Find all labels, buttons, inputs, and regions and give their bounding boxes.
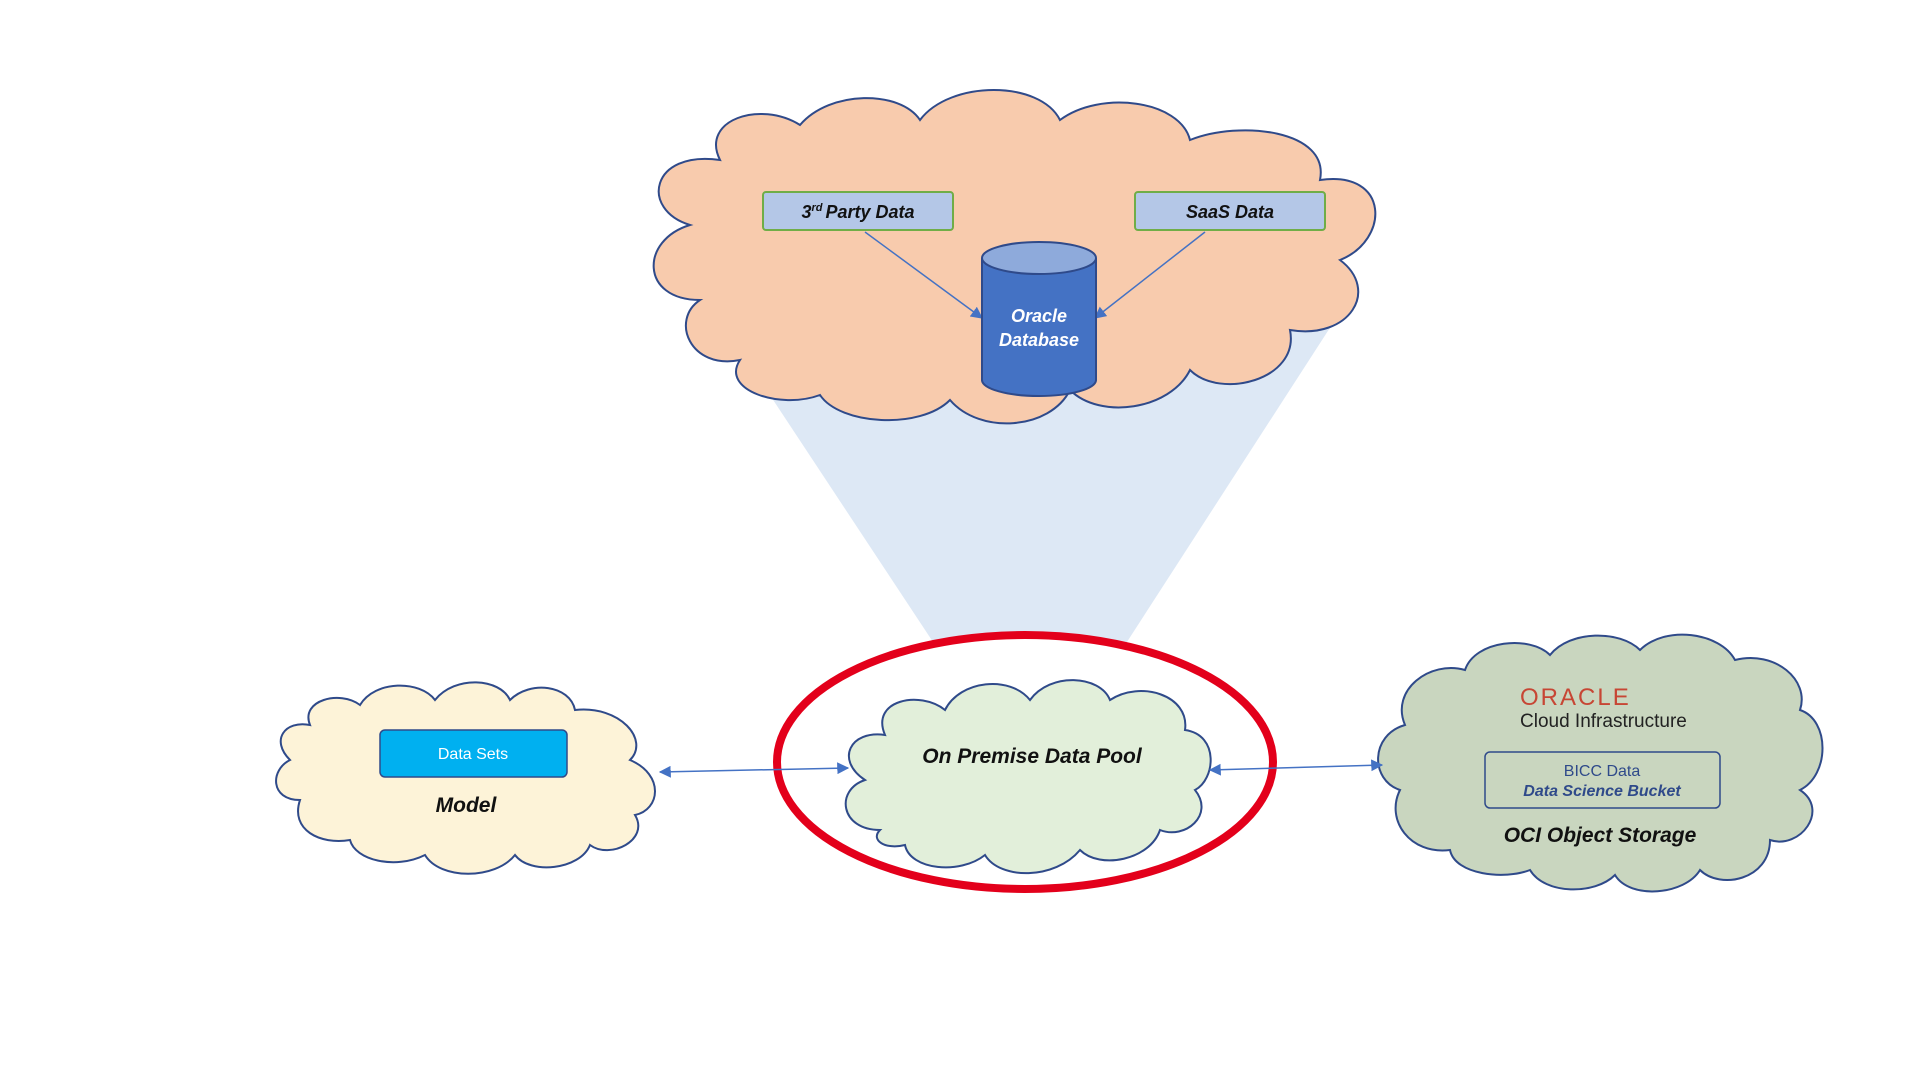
oci-object-storage-label: OCI Object Storage (1504, 824, 1697, 847)
center-cloud-label: On Premise Data Pool (922, 745, 1143, 768)
database-label-line1: Oracle (1011, 306, 1067, 326)
data-sets-box[interactable]: Data Sets (379, 729, 568, 778)
data-sets-label: Data Sets (438, 746, 508, 763)
arrow-saas-to-db (1094, 231, 1206, 319)
arrow-data-pool-to-oci (1208, 759, 1384, 776)
oracle-logo: ORACLE (1520, 684, 1631, 711)
oracle-database-cylinder[interactable]: Oracle Database (981, 241, 1097, 397)
database-label-line2: Database (999, 330, 1079, 350)
bicc-data-box[interactable]: BICC Data Data Science Bucket (1484, 751, 1721, 809)
center-cloud-shape (844, 679, 1212, 875)
model-label: Model (436, 794, 498, 817)
bicc-data-label: BICC Data (1564, 763, 1641, 780)
third-party-prefix: 3 (801, 202, 811, 222)
arrow-third-party-to-db (864, 231, 983, 319)
center-cloud[interactable]: On Premise Data Pool (844, 679, 1212, 875)
data-science-bucket-label: Data Science Bucket (1523, 783, 1681, 800)
left-cloud[interactable]: Data Sets Model (275, 681, 656, 875)
oracle-cloud-infrastructure-label: Cloud Infrastructure (1520, 711, 1687, 732)
third-party-sup: rd (811, 202, 822, 214)
saas-data-label: SaaS Data (1186, 202, 1274, 222)
saas-data-box[interactable]: SaaS Data (1134, 191, 1326, 231)
arrow-model-to-data-pool (658, 762, 850, 778)
third-party-label: Party Data (825, 202, 914, 222)
left-cloud-shape (275, 681, 656, 875)
right-cloud[interactable]: ORACLE Cloud Infrastructure BICC Data Da… (1377, 633, 1824, 893)
